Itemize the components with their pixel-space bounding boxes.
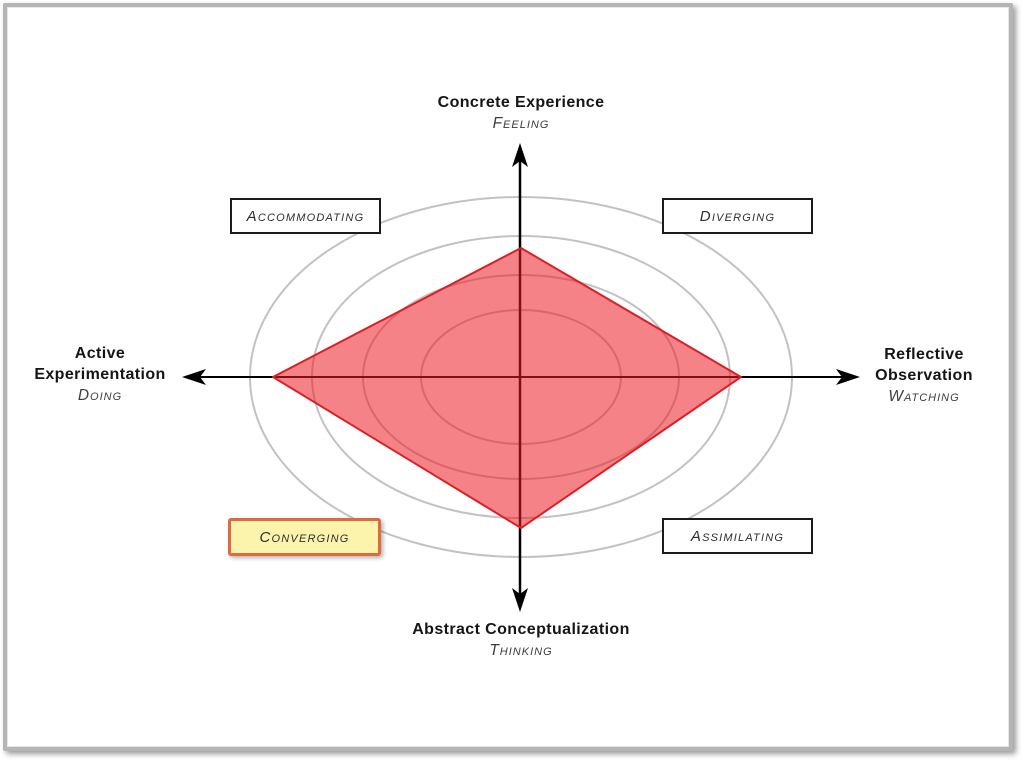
quadrant-box-assimilating: Assimilating [662, 518, 813, 554]
axis-label-reflective-observation: Reflective Observation Watching [858, 344, 990, 407]
quadrant-box-accommodating: Accommodating [230, 198, 381, 234]
axis-subtitle: Thinking [489, 642, 553, 659]
quadrant-label: Diverging [699, 207, 776, 225]
up-arrowhead [512, 143, 528, 167]
axis-title-line1: Active [74, 345, 126, 362]
axis-title-line2: Experimentation [34, 366, 166, 383]
axis-title-line2: Observation [875, 367, 973, 384]
axis-label-abstract-conceptualization: Abstract Conceptualization Thinking [412, 619, 630, 661]
quadrant-box-diverging: Diverging [662, 198, 813, 234]
axis-title: Concrete Experience [437, 94, 605, 111]
quadrant-label: Assimilating [690, 527, 785, 545]
axis-label-concrete-experience: Concrete Experience Feeling [438, 92, 605, 134]
down-arrowhead [512, 588, 528, 612]
axis-subtitle: Feeling [492, 115, 550, 132]
axis-label-active-experimentation: Active Experimentation Doing [10, 343, 190, 406]
left-arrowhead [182, 369, 206, 385]
axis-title-line1: Reflective [884, 346, 964, 363]
right-arrowhead [836, 369, 860, 385]
axis-title: Abstract Conceptualization [412, 621, 630, 638]
learning-style-polygon [272, 247, 742, 529]
quadrant-box-converging: Converging [228, 518, 381, 556]
quadrant-label: Converging [259, 528, 350, 546]
axis-subtitle: Watching [888, 388, 960, 405]
quadrant-label: Accommodating [246, 207, 365, 225]
axis-subtitle: Doing [77, 387, 123, 404]
